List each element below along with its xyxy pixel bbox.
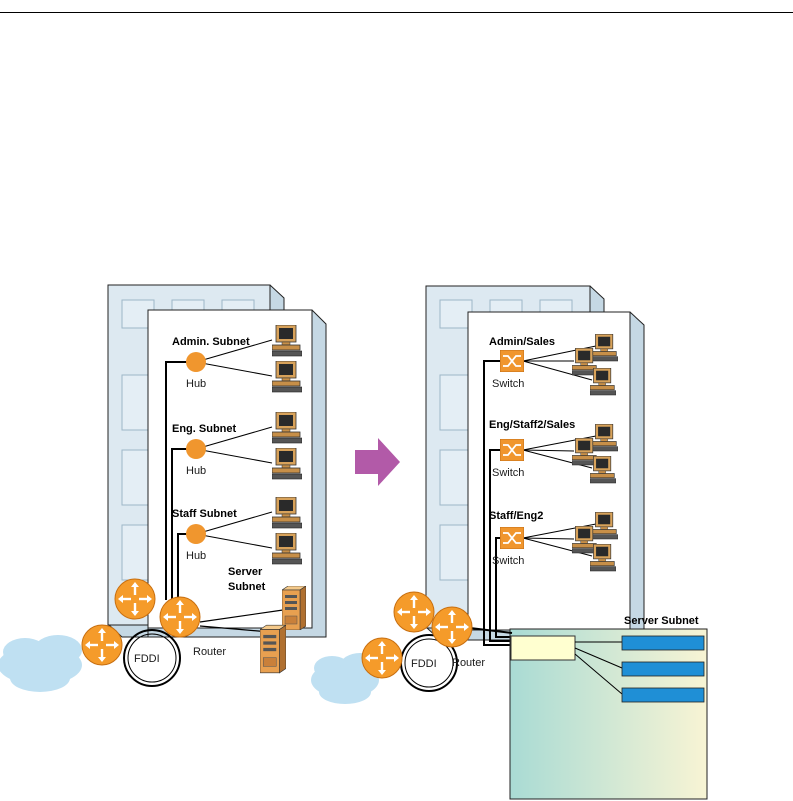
switch-icon: [500, 439, 524, 461]
switch-label: Switch: [492, 378, 524, 390]
router-icon: [80, 623, 124, 667]
subnet-label: Admin. Subnet: [172, 336, 250, 348]
server-subnet-label: Server: [228, 566, 263, 578]
switch-label: Switch: [492, 555, 524, 567]
subnet-label: Eng. Subnet: [172, 423, 237, 435]
hub-icon: [186, 524, 206, 544]
hub-label: Hub: [186, 378, 206, 390]
server-subnet-label: Server Subnet: [624, 615, 699, 627]
server-icon: [260, 624, 286, 674]
router-icon: [392, 590, 436, 634]
router-label: Router: [452, 657, 485, 669]
left-diagram: Admin. Subnet Eng. Subnet Staff Subnet H…: [0, 284, 327, 692]
subnet-label: Eng/Staff2/Sales: [489, 419, 575, 431]
hub-label: Hub: [186, 550, 206, 562]
fddi-label: FDDI: [134, 653, 160, 665]
hub-icon: [186, 439, 206, 459]
router-icon: [113, 577, 157, 621]
fddi-label: FDDI: [411, 658, 437, 670]
router-label: Router: [193, 646, 226, 658]
cloud-icon: [311, 653, 380, 704]
subnet-label: Staff Subnet: [172, 508, 237, 520]
server-blade-icon: [621, 635, 705, 651]
switch-icon: [500, 350, 524, 372]
subnet-label: Admin/Sales: [489, 336, 555, 348]
right-diagram: Admin/Sales Eng/Staff2/Sales Staff/Eng2 …: [311, 285, 708, 800]
transition-arrow-icon: [355, 438, 400, 486]
cloud-icon: [0, 635, 82, 692]
server-blade-icon: [621, 661, 705, 677]
fddi-ring-icon: [123, 629, 181, 687]
server-switch-module: [510, 635, 576, 661]
subnet-label: Staff/Eng2: [489, 510, 543, 522]
router-icon: [158, 595, 202, 639]
server-subnet-label: Subnet: [228, 581, 266, 593]
hub-label: Hub: [186, 465, 206, 477]
top-rule: [0, 12, 793, 13]
switch-label: Switch: [492, 467, 524, 479]
switch-icon: [500, 527, 524, 549]
router-icon: [360, 636, 404, 680]
router-icon: [430, 605, 474, 649]
hub-icon: [186, 352, 206, 372]
server-blade-icon: [621, 687, 705, 703]
server-icon: [282, 586, 306, 630]
